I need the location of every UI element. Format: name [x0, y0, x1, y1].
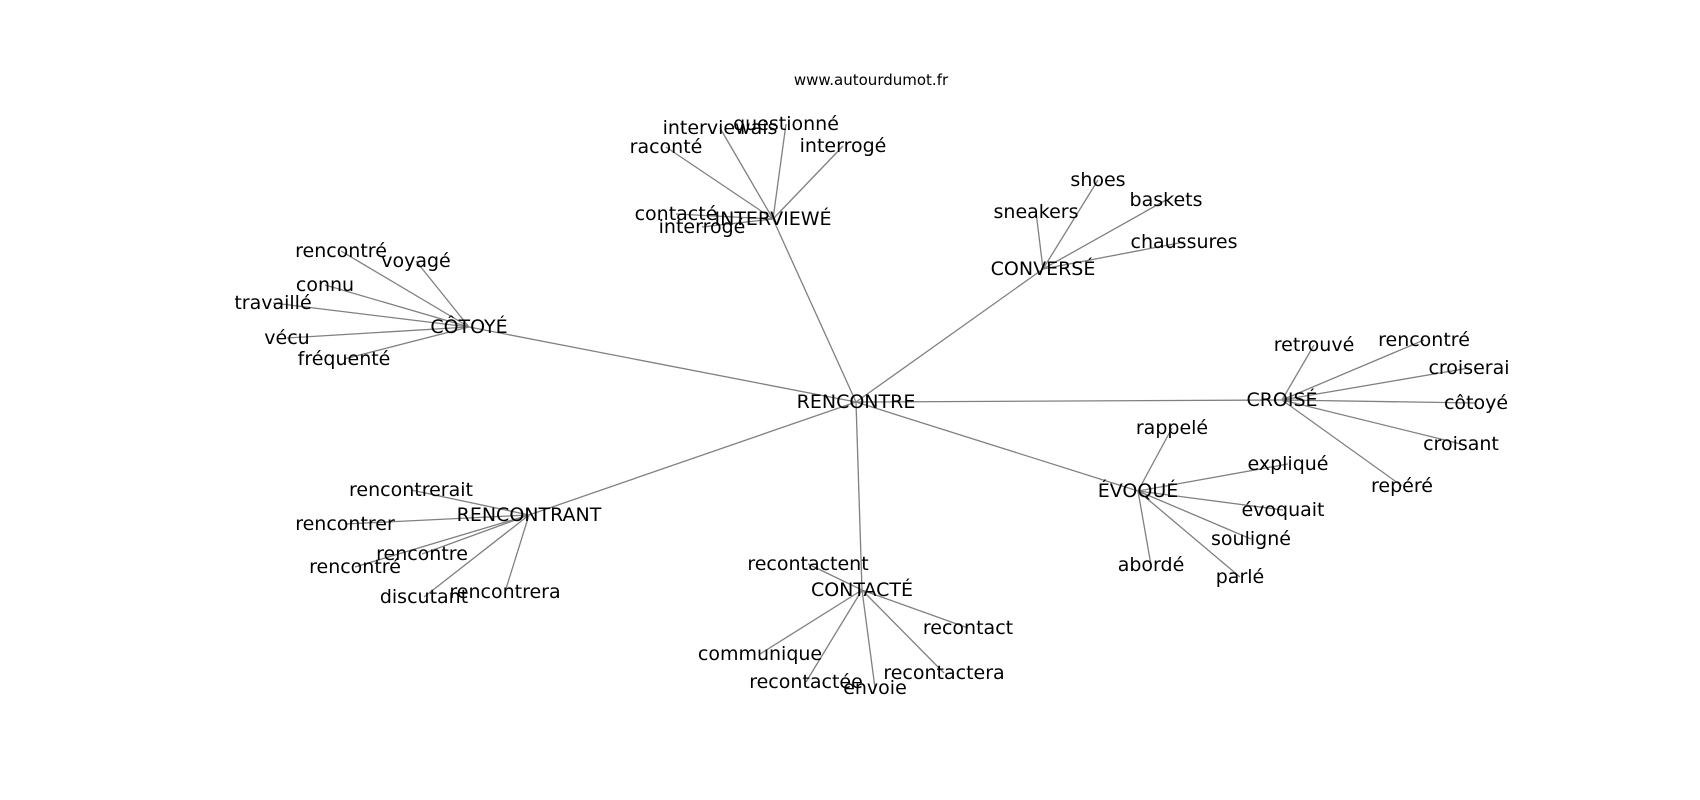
- word-node-label: interrogé: [659, 216, 746, 238]
- edge-hub-0-word-4: [675, 213, 774, 220]
- word-node-label: interrogé: [800, 135, 887, 157]
- edge-hub-3-word-1: [1281, 339, 1425, 401]
- edge-hub-3-word-2: [1281, 367, 1470, 401]
- hub-node-label: INTERVIEWÉ: [715, 207, 832, 230]
- edge-hub-4-word-3: [1137, 490, 1252, 540]
- word-node-label: rencontré: [295, 240, 387, 262]
- edge-hub-2-word-0: [340, 250, 470, 328]
- word-node-label: rencontrer: [295, 513, 395, 535]
- hub-node-label: ÉVOQUÉ: [1098, 479, 1179, 502]
- hub-node-label: CROISÉ: [1246, 388, 1317, 411]
- word-node-label: rencontré: [309, 556, 401, 578]
- word-node-label: croiserai: [1428, 357, 1509, 379]
- hub-node-label: CÔTOYÉ: [430, 314, 507, 338]
- edge-hub-6-word-5: [861, 589, 876, 689]
- edge-hub-4-word-2: [1137, 490, 1284, 511]
- edge-hub-5-word-2: [421, 514, 530, 555]
- word-node-label: questionné: [733, 113, 839, 135]
- word-node-label: rencontre: [376, 543, 468, 565]
- edge-center-2: [468, 326, 857, 403]
- edge-hub-3-word-5: [1281, 399, 1403, 487]
- word-node-label: rencontrerait: [349, 479, 473, 501]
- edge-hub-1-word-2: [1042, 199, 1167, 270]
- word-node-label: discutant: [380, 586, 468, 608]
- word-node-label: côtoyé: [1444, 392, 1508, 414]
- edge-hub-4-word-0: [1137, 427, 1173, 492]
- edge-hub-4-word-5: [1137, 490, 1241, 578]
- word-node-label: rappelé: [1136, 417, 1208, 439]
- word-node-label: chaussures: [1131, 231, 1238, 253]
- word-node-label: rencontré: [1378, 329, 1470, 351]
- word-node-label: souligné: [1211, 528, 1291, 550]
- word-node-label: fréquenté: [298, 348, 391, 370]
- edge-hub-0-word-3: [772, 145, 844, 220]
- edge-center-4: [855, 401, 1139, 492]
- edge-hub-2-word-3: [272, 302, 470, 328]
- word-node-label: expliqué: [1247, 453, 1328, 475]
- word-node-label: rencontrera: [449, 581, 560, 603]
- edge-hub-5-word-4: [423, 514, 530, 598]
- graph-labels: RENCONTRE INTERVIEWÉ questionnéinterviewai…: [234, 113, 1509, 699]
- word-node-label: recontactent: [747, 553, 868, 575]
- word-node-label: évoquait: [1241, 499, 1324, 521]
- word-node-label: connu: [296, 274, 354, 296]
- word-node-label: communique: [698, 643, 822, 665]
- edge-center-5: [528, 401, 857, 516]
- edge-hub-3-word-4: [1281, 399, 1462, 445]
- edge-hub-2-word-4: [286, 326, 470, 339]
- word-node-label: repéré: [1371, 475, 1433, 497]
- edge-hub-4-word-1: [1137, 463, 1289, 492]
- edge-hub-1-word-0: [1042, 179, 1099, 270]
- hub-node-label: CONTACTÉ: [811, 578, 913, 601]
- edge-center-6: [855, 401, 863, 591]
- word-node-label: raconté: [630, 136, 703, 158]
- word-node-label: baskets: [1130, 189, 1203, 211]
- center-node-label: RENCONTRE: [797, 391, 916, 413]
- edge-hub-6-word-0: [807, 563, 863, 591]
- edge-hub-3-word-0: [1281, 344, 1315, 401]
- edge-hub-6-word-1: [861, 589, 969, 629]
- word-node-label: contacté: [635, 203, 718, 225]
- edge-hub-0-word-2: [665, 146, 774, 220]
- word-node-label: abordé: [1118, 554, 1185, 576]
- edge-hub-6-word-4: [805, 589, 863, 683]
- edge-hub-0-word-0: [772, 123, 787, 220]
- edge-hub-6-word-2: [759, 589, 863, 655]
- word-node-label: recontactera: [883, 662, 1004, 684]
- word-node-label: interviewais: [663, 117, 778, 139]
- word-node-label: recontactée: [749, 671, 863, 693]
- edge-hub-2-word-2: [324, 284, 470, 328]
- source-url: www.autourdumot.fr: [793, 71, 949, 89]
- edge-hub-4-word-4: [1137, 490, 1152, 566]
- edge-hub-5-word-3: [354, 514, 530, 568]
- word-node-label: retrouvé: [1274, 334, 1355, 356]
- word-node-label: voyagé: [381, 250, 451, 272]
- edge-hub-0-word-5: [701, 218, 774, 228]
- word-node-label: sneakers: [994, 201, 1079, 223]
- edge-hub-6-word-3: [861, 589, 945, 674]
- word-node-label: recontact: [923, 617, 1013, 639]
- word-node-label: parlé: [1216, 566, 1264, 588]
- edge-hub-5-word-5: [504, 514, 530, 593]
- edge-hub-5-word-0: [410, 489, 530, 516]
- edge-hub-2-word-1: [415, 260, 470, 328]
- hub-node-label: RENCONTRANT: [457, 504, 602, 526]
- edge-center-1: [855, 268, 1044, 403]
- edge-hub-0-word-1: [719, 127, 774, 220]
- edge-center-0: [772, 218, 857, 403]
- word-node-label: envoie: [843, 677, 907, 699]
- graph-edges: [272, 123, 1477, 689]
- edge-center-3: [855, 399, 1283, 403]
- word-node-label: vécu: [264, 327, 309, 349]
- word-node-label: shoes: [1070, 169, 1125, 191]
- word-node-label: travaillé: [234, 292, 311, 314]
- edge-hub-1-word-1: [1035, 211, 1044, 270]
- edge-hub-3-word-3: [1281, 399, 1477, 404]
- edge-hub-5-word-1: [344, 514, 530, 525]
- word-node-label: croisant: [1423, 433, 1499, 455]
- edge-hub-1-word-3: [1042, 241, 1185, 270]
- hub-node-label: CONVERSÉ: [991, 257, 1096, 280]
- edge-hub-2-word-5: [343, 326, 470, 360]
